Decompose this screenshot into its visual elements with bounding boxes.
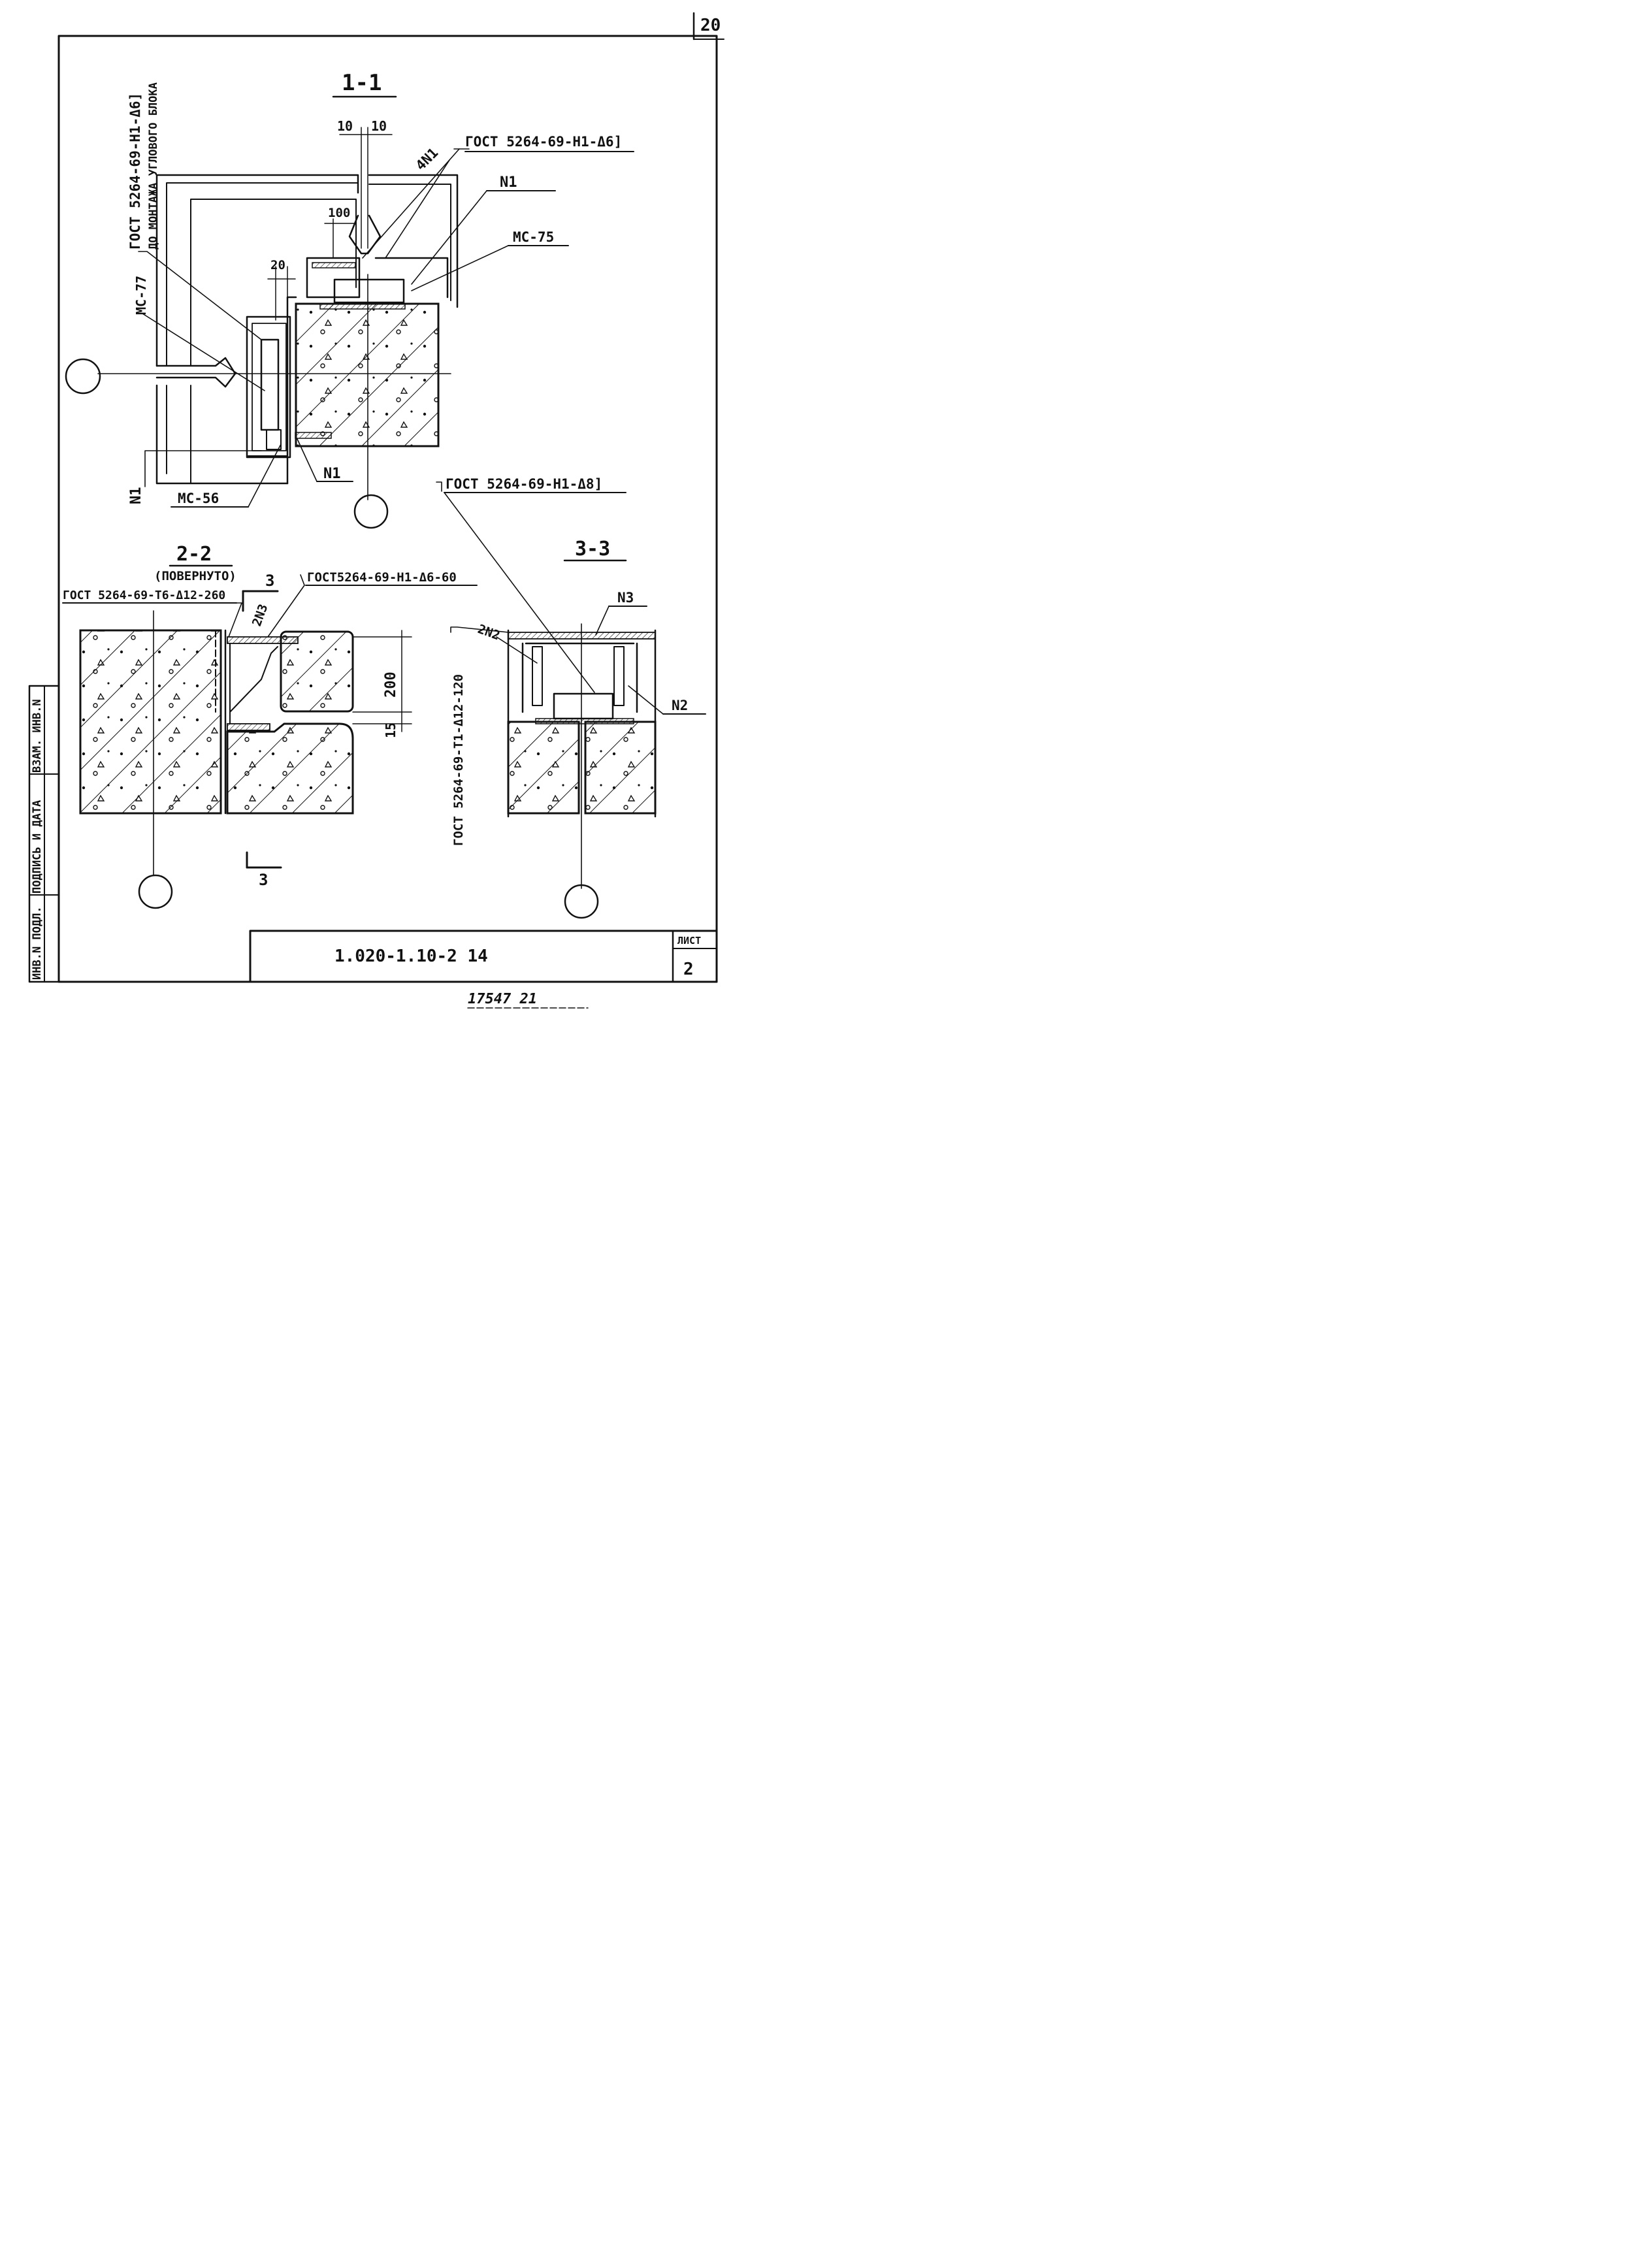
axis-bubble-bottom-1 [353,494,389,529]
label-mc75: МС-75 [513,229,554,245]
section-3-3: 3-3 ГОСТ 5264-69-Т1-Δ12-120 2N2 N3 N2 [450,538,706,919]
label-mc56: МС-56 [178,491,219,506]
dim-gap-left: 10 [337,118,353,134]
sheet-label: ЛИСТ [677,935,701,947]
section-1-1: 1-1 10 10 100 [65,70,634,529]
drawing-designation: 1.020-1.10-2 14 [334,947,488,966]
dim-15: 15 [383,722,399,738]
label-n2: N2 [672,698,688,713]
cut-mark-top: 3 [265,572,274,590]
side-stamp-cell-inv: ИНВ.N ПОДЛ. [31,906,44,980]
dim-20: 20 [270,258,285,272]
label-n3: N3 [617,590,634,606]
dim-gap-right: 10 [371,118,387,134]
label-n1-top: N1 [500,174,517,191]
section-3-3-title: 3-3 [575,538,610,560]
label-2n3: 2N3 [250,602,270,628]
section-3-3-weld-leader [436,481,626,693]
title-block [249,930,718,983]
axis-bubble-bottom-2 [138,874,173,909]
side-stamp-cell-vzam: ВЗАМ. ИНВ.N [31,699,44,773]
weld-t6-label: ГОСТ 5264-69-Т6-Δ12-260 [63,589,225,602]
label-4n1: 4N1 [413,145,442,174]
weld-t1-label: ГОСТ 5264-69-Т1-Δ12-120 [451,674,466,846]
section-2-2-subtitle: (ПОВЕРНУТО) [154,569,236,583]
weld-h1-label: ГОСТ5264-69-Н1-Δ6-60 [307,570,457,585]
cut-mark-bottom: 3 [259,871,268,889]
weld-left-label: ГОСТ 5264-69-Н1-Δ6] [127,93,143,250]
dim-200: 200 [383,672,399,698]
axis-bubble-bottom-3 [564,884,599,919]
label-2n2: 2N2 [476,622,502,643]
section-2-2: 2-2 (ПОВЕРНУТО) 3 3 [62,543,478,909]
axis-bubble-left [65,358,101,395]
label-n1-left: N1 [128,487,144,505]
page-number: 20 [700,16,721,35]
side-stamp [28,685,60,983]
label-mc77: МС-77 [133,276,149,315]
label-n1-bottom: N1 [323,466,341,482]
stamp-note: 17547 21 [468,991,537,1007]
dim-100: 100 [328,206,350,220]
side-stamp-cell-sign: ПОДПИСЬ И ДАТА [31,800,44,894]
weld-3-3-top-label: ГОСТ 5264-69-Н1-Δ8] [446,476,602,492]
drawing-sheet: 20 ИНВ.N ПОДЛ. ПОДПИСЬ И ДАТА ВЗАМ. ИНВ.… [28,12,724,1009]
sheet-number: 2 [683,960,694,979]
section-1-1-title: 1-1 [342,70,382,96]
weld-left-note: ДО МОНТАЖА УГЛОВОГО БЛОКА [147,82,160,250]
weld-top-label: ГОСТ 5264-69-Н1-Δ6] [465,134,622,150]
section-2-2-title: 2-2 [176,543,212,566]
